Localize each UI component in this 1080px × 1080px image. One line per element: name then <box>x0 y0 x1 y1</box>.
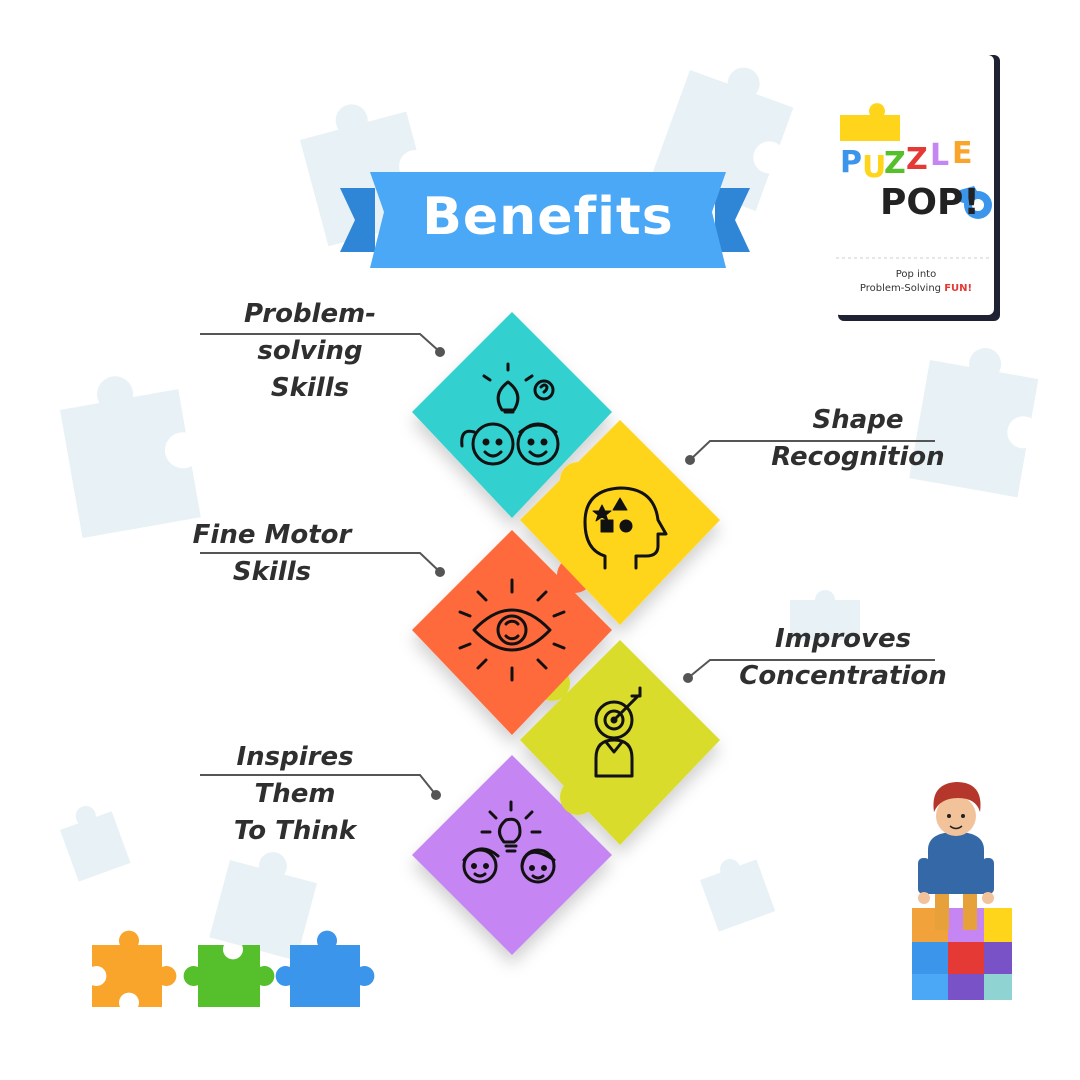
benefit-label-line: Recognition <box>771 442 945 472</box>
benefit-label-shape-recognition: Shape Recognition <box>770 402 946 476</box>
logo-letter: P <box>840 145 862 180</box>
puzzle-piece-blue <box>275 930 375 1007</box>
person-target-icon <box>594 686 642 778</box>
benefits-banner <box>340 172 750 268</box>
boy-on-puzzle-cube-illustration <box>912 782 1012 1000</box>
bg-puzzle-piece <box>60 806 131 882</box>
tile-shape-recognition <box>520 420 720 625</box>
logo-letter: U <box>862 150 887 185</box>
benefit-label-line: Shape <box>812 405 904 435</box>
benefit-label-line: Problem-solving <box>244 299 376 366</box>
leader-line-inspires <box>200 774 437 796</box>
leader-line-problem-solving <box>200 333 441 353</box>
tile-problem-solving <box>412 312 612 518</box>
puzzle-pop-logo-card <box>834 55 1000 321</box>
head-shapes-icon <box>583 486 668 570</box>
logo-letter: Z <box>884 146 906 181</box>
bg-puzzle-piece <box>700 859 776 932</box>
bg-puzzle-piece <box>790 590 860 640</box>
people-idea-icon <box>462 800 556 884</box>
leader-line-fine-motor <box>200 552 441 573</box>
logo-letter: Z <box>906 142 928 177</box>
benefit-label-line: Skills <box>270 373 350 403</box>
benefit-label-line: Inspires Them <box>236 742 354 809</box>
bg-puzzle-piece <box>909 348 1039 498</box>
benefit-label-inspires: Inspires Them To Think <box>192 739 398 850</box>
benefit-label-line: Fine Motor <box>192 520 352 550</box>
kids-lightbulb-icon <box>460 362 560 466</box>
bg-puzzle-piece <box>60 376 201 539</box>
logo-tagline-prefix: Problem-Solving <box>859 283 945 294</box>
leader-line-concentration <box>687 659 935 679</box>
eye-icon <box>458 578 566 682</box>
benefit-label-line: Skills <box>232 557 312 587</box>
logo-letter: E <box>952 136 973 171</box>
benefit-label-fine-motor: Fine Motor Skills <box>192 517 352 591</box>
logo-tagline-line2: Problem-Solving FUN! <box>834 283 998 294</box>
benefit-label-concentration: Improves Concentration <box>738 621 948 695</box>
benefit-label-line: To Think <box>233 816 357 846</box>
puzzle-piece-green <box>183 945 275 1007</box>
bg-puzzle-piece <box>209 852 317 961</box>
logo-tagline-fun: FUN! <box>944 283 973 294</box>
benefits-title: Benefits <box>422 187 674 247</box>
logo-tagline-line1: Pop into <box>895 269 937 280</box>
benefit-label-problem-solving: Problem-solving Skills <box>192 296 428 407</box>
logo-letter: L <box>930 138 950 173</box>
leader-line-shape-recognition <box>689 440 935 461</box>
logo-pop: POP! <box>880 182 980 223</box>
puzzle-piece-orange <box>92 930 177 1007</box>
benefit-label-line: Improves <box>774 624 912 654</box>
benefit-label-line: Concentration <box>739 661 947 691</box>
